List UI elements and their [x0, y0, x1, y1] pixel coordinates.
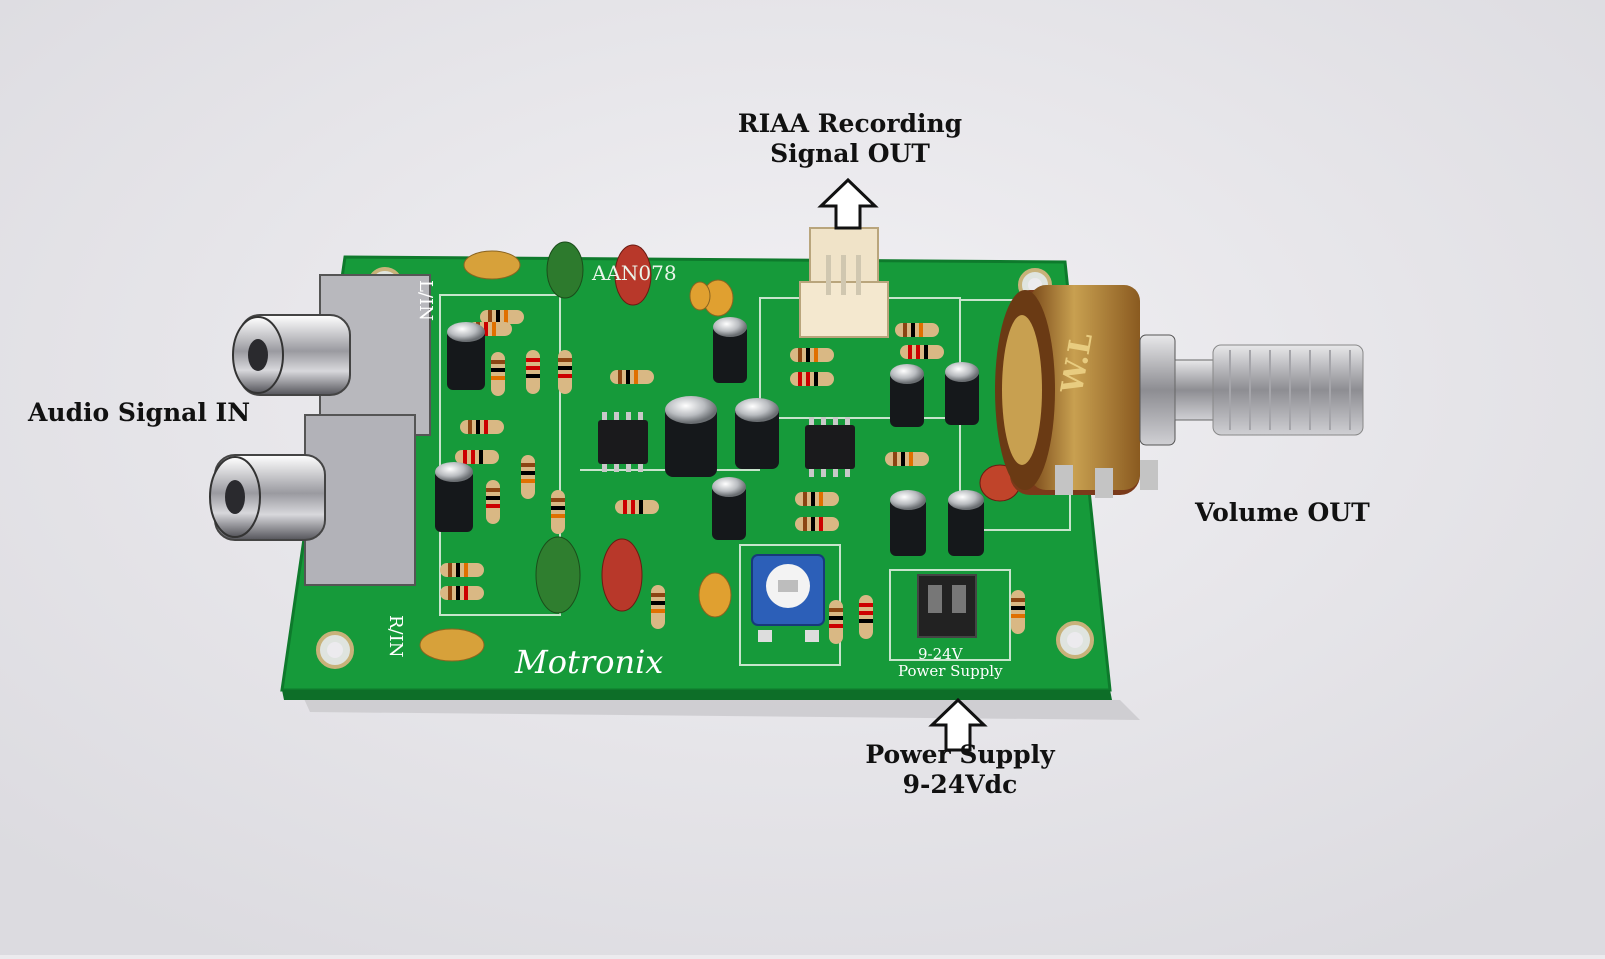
arrow-up-icon — [817, 177, 879, 230]
rca-jack-right — [209, 414, 416, 586]
audio-input-label: Audio Signal IN — [28, 398, 251, 427]
riaa-output-label-line2: Signal OUT — [770, 139, 930, 168]
board-voltage-label: 9-24V — [918, 645, 964, 663]
ic-chips — [598, 412, 855, 477]
volume-output-label: Volume OUT — [1195, 498, 1370, 527]
arrow-up-icon-power — [928, 697, 988, 752]
power-supply-label-line2: 9-24Vdc — [902, 770, 1018, 799]
electrolytic-capacitors — [435, 317, 984, 556]
riaa-output-label: RIAA Recording Signal OUT — [735, 109, 965, 169]
power-supply-label-line1: Power Supply — [865, 740, 1055, 769]
power-connector — [917, 574, 977, 638]
power-supply-label: Power Supply 9-24Vdc — [855, 740, 1065, 800]
film-capacitors — [419, 241, 1021, 662]
board-right-input-label: R/IN — [385, 615, 406, 657]
rca-jack-left — [232, 274, 431, 436]
volume-potentiometer — [995, 285, 1364, 498]
board-left-input-label: L/IN — [415, 280, 436, 321]
board-model-label: AAN078 — [591, 261, 677, 285]
riaa-output-label-line1: RIAA Recording — [737, 109, 963, 138]
resistors — [440, 310, 1025, 644]
output-header — [799, 227, 889, 338]
board-power-label: Power Supply — [898, 662, 1003, 680]
board-brand-logo: Motronix — [514, 643, 663, 681]
trimmer-pot — [751, 554, 825, 642]
